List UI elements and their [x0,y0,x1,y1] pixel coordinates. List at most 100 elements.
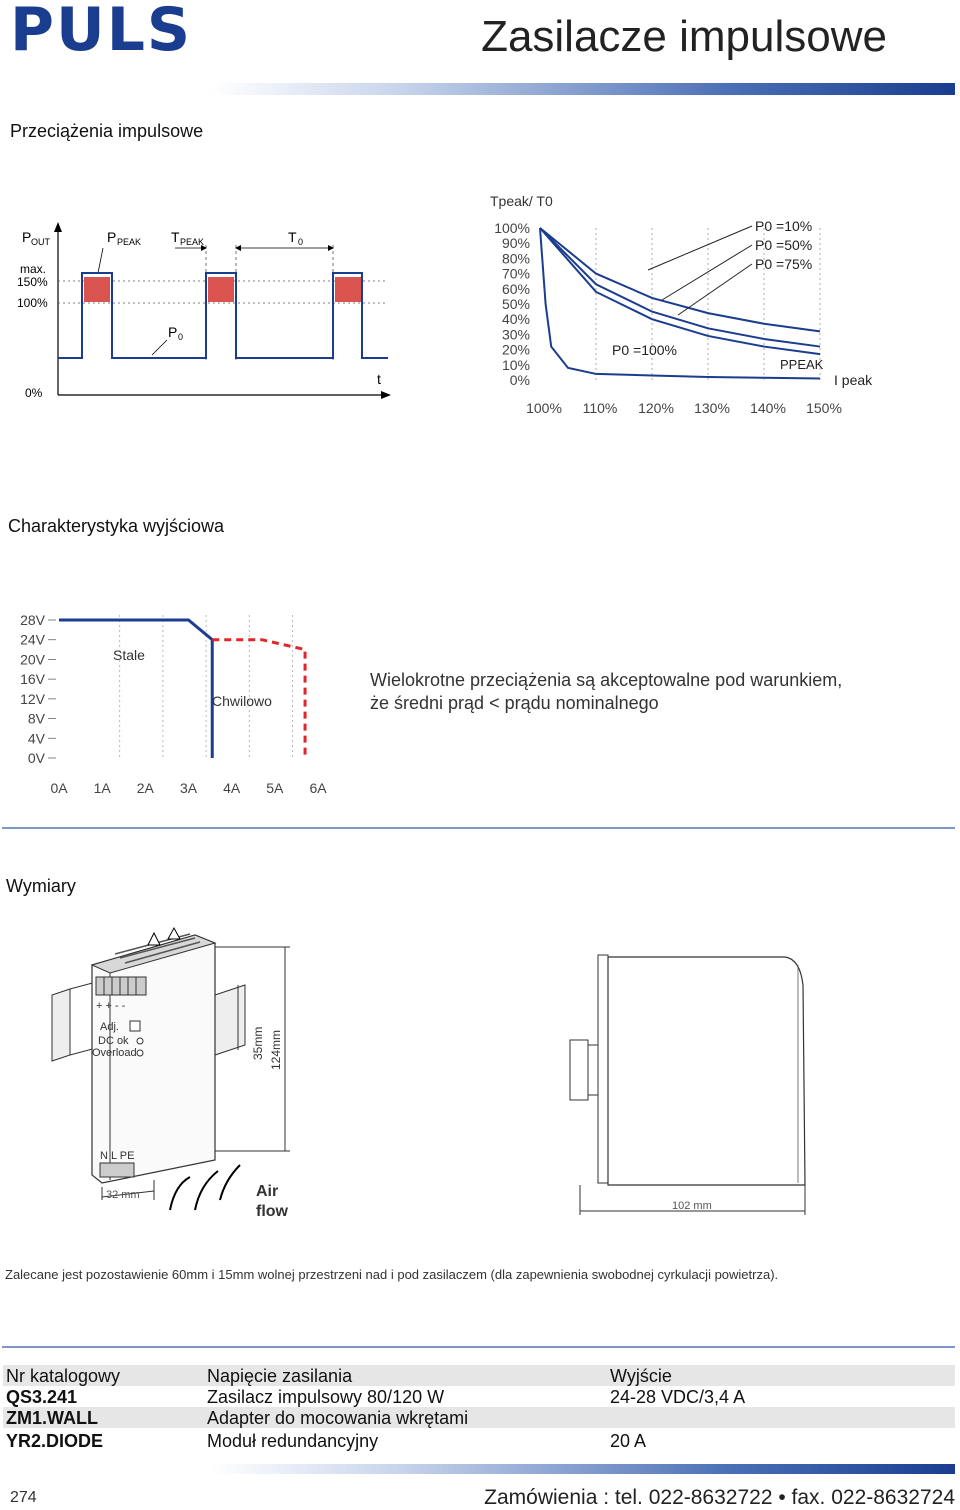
legend-leader [647,225,753,271]
pulse-fill [84,277,110,302]
y-tick-label: 24V [20,632,46,648]
catalog-number: YR2.DIODE [6,1431,104,1451]
tpeak-label: T [171,229,180,245]
y-tick-label: 40% [502,311,530,327]
y-tick-label: 90% [502,235,530,251]
description: Zasilacz impulsowy 80/120 W [207,1387,445,1407]
page-number: 274 [10,1489,37,1506]
label-ppeak: PPEAK [780,357,824,372]
y-tick-label: 16V [20,671,46,687]
p0-label: P [168,324,177,340]
output-value: 20 A [610,1431,647,1451]
section-title-overload: Przeciążenia impulsowe [10,121,204,141]
chart-title: Tpeak/ T0 [490,193,553,209]
characteristic-note: Wielokrotne przeciążenia są akceptowalne… [370,669,842,715]
puls-logo: PULS [10,0,193,65]
pulse-diagram: P OUT max. 150% 100% 0% P PEAK T PEAK T … [17,222,391,400]
section-title-dimensions: Wymiary [6,876,76,896]
y0-label: 0% [25,386,43,400]
ppeak-label: P [107,229,116,245]
x-tick-label: 3A [180,780,198,796]
series-line-stale [59,618,214,758]
pulse-fill [208,277,234,302]
y-tick-label: 50% [502,296,530,312]
label-stale: Stale [113,647,145,663]
series-line [539,227,821,380]
series-line [539,227,821,348]
p0-sub: 0 [178,332,183,342]
divider [2,1346,955,1348]
pout-label: P [22,229,31,245]
note-line-1: Wielokrotne przeciążenia są akceptowalne… [370,670,843,690]
page-title: Zasilacze impulsowe [481,12,887,61]
max-label: max. [20,262,46,276]
contact-info: Zamówienia : tel. 022-8632722 • fax. 022… [484,1486,955,1509]
x-tick-label: 110% [583,400,618,416]
device-side-view-drawing: 102 mm [569,954,806,1215]
nlpe-label: N L PE [100,1150,134,1162]
table-row: ZM1.WALL Adapter do mocowania wkrętami [3,1407,955,1428]
legend-p10: P0 =10% [755,218,812,234]
y-tick-label: 10% [502,357,530,373]
height-35mm: 35mm [251,1027,265,1060]
x-tick-label: 4A [223,780,241,796]
output-value: 24-28 VDC/3,4 A [610,1387,746,1407]
catalog-number: QS3.241 [6,1387,78,1407]
y-tick-label: 28V [20,612,46,628]
label-chwilowo: Chwilowo [212,693,272,709]
t0-sub: 0 [298,237,303,247]
legend-p75: P0 =75% [755,256,812,272]
tpeak-chart: Tpeak/ T0 100%90%80%70%60%50%40%30%20%10… [490,193,873,416]
series-line [539,227,821,356]
pulse-fill [335,277,361,302]
col-header-catalog: Nr katalogowy [6,1366,121,1386]
terminal-polarity: + + - - [96,1000,126,1012]
footer-gradient-bar [210,1464,955,1474]
catalog-number: ZM1.WALL [6,1408,98,1428]
width-32mm: 32 mm [106,1189,140,1201]
legend-leader [661,244,753,301]
table-header-row: Nr katalogowy Napięcie zasilania Wyjście [3,1365,955,1386]
y100-label: 100% [17,296,48,310]
section-title-characteristic: Charakterystyka wyjściowa [8,516,225,536]
tpeak-sub: PEAK [180,237,204,247]
legend-leader [677,263,753,316]
adj-label: Adj. [100,1021,119,1033]
ventilation-note: Zalecane jest pozostawienie 60mm i 15mm … [5,1267,779,1282]
x-tick-label: 150% [806,400,842,416]
divider [2,827,955,829]
series-line [539,227,821,333]
y-tick-label: 4V [28,730,46,746]
t-label: t [377,371,381,387]
product-table: Nr katalogowy Napięcie zasilania Wyjście… [3,1365,955,1452]
ppeak-sub: PEAK [117,237,141,247]
header-gradient-bar [210,83,955,95]
y-tick-label: 60% [502,281,530,297]
series-line-chwilowo [212,638,307,758]
y-tick-label: 100% [494,220,530,236]
legend-p50: P0 =50% [755,237,812,253]
x-tick-label: 120% [638,400,674,416]
x-tick-label: 6A [309,780,327,796]
table-row: QS3.241 Zasilacz impulsowy 80/120 W 24-2… [3,1386,955,1407]
y-tick-label: 70% [502,266,530,282]
x-axis-label: I peak [834,372,873,388]
x-tick-label: 100% [526,400,562,416]
width-102mm: 102 mm [672,1200,712,1212]
y150-label: 150% [17,275,48,289]
y-tick-label: 8V [28,711,46,727]
col-header-output: Wyjście [610,1366,672,1386]
label-p100: P0 =100% [612,342,677,358]
y-tick-label: 0% [510,372,530,388]
col-header-voltage: Napięcie zasilania [207,1366,353,1386]
height-124mm: 124mm [269,1030,283,1070]
t0-label: T [288,229,297,245]
y-tick-label: 80% [502,250,530,266]
x-tick-label: 130% [694,400,730,416]
pout-sub: OUT [31,237,51,247]
y-tick-label: 20% [502,342,530,358]
table-row: YR2.DIODE Moduł redundancyjny 20 A [3,1428,955,1452]
overload-label: Overload [92,1047,137,1059]
description: Adapter do mocowania wkrętami [207,1408,469,1428]
y-tick-label: 20V [20,651,46,667]
